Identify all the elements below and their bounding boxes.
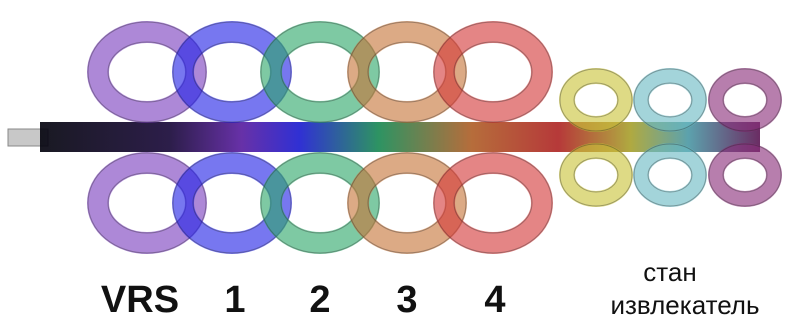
tube-bar [40,122,760,152]
stand-label-4: 4 [484,279,506,321]
extractor-roll-lower-3 [708,143,782,207]
extractor-roll-upper-2 [633,68,707,132]
stand-label-3: 3 [396,279,418,321]
extractor-label-line1: стан [643,257,697,287]
extractor-roll-upper-3 [708,68,782,132]
extractor-label-line2: извлекатель [610,290,760,320]
stand-label-2: 2 [309,279,331,321]
extractor-roll-lower-1 [559,143,633,207]
stand-label-vrs: VRS [100,279,180,321]
roll-upper-4 [433,21,553,123]
roll-lower-4 [433,152,553,254]
extractor-roll-upper-1 [559,68,633,132]
stand-label-1: 1 [224,279,246,321]
extractor-roll-lower-2 [633,143,707,207]
